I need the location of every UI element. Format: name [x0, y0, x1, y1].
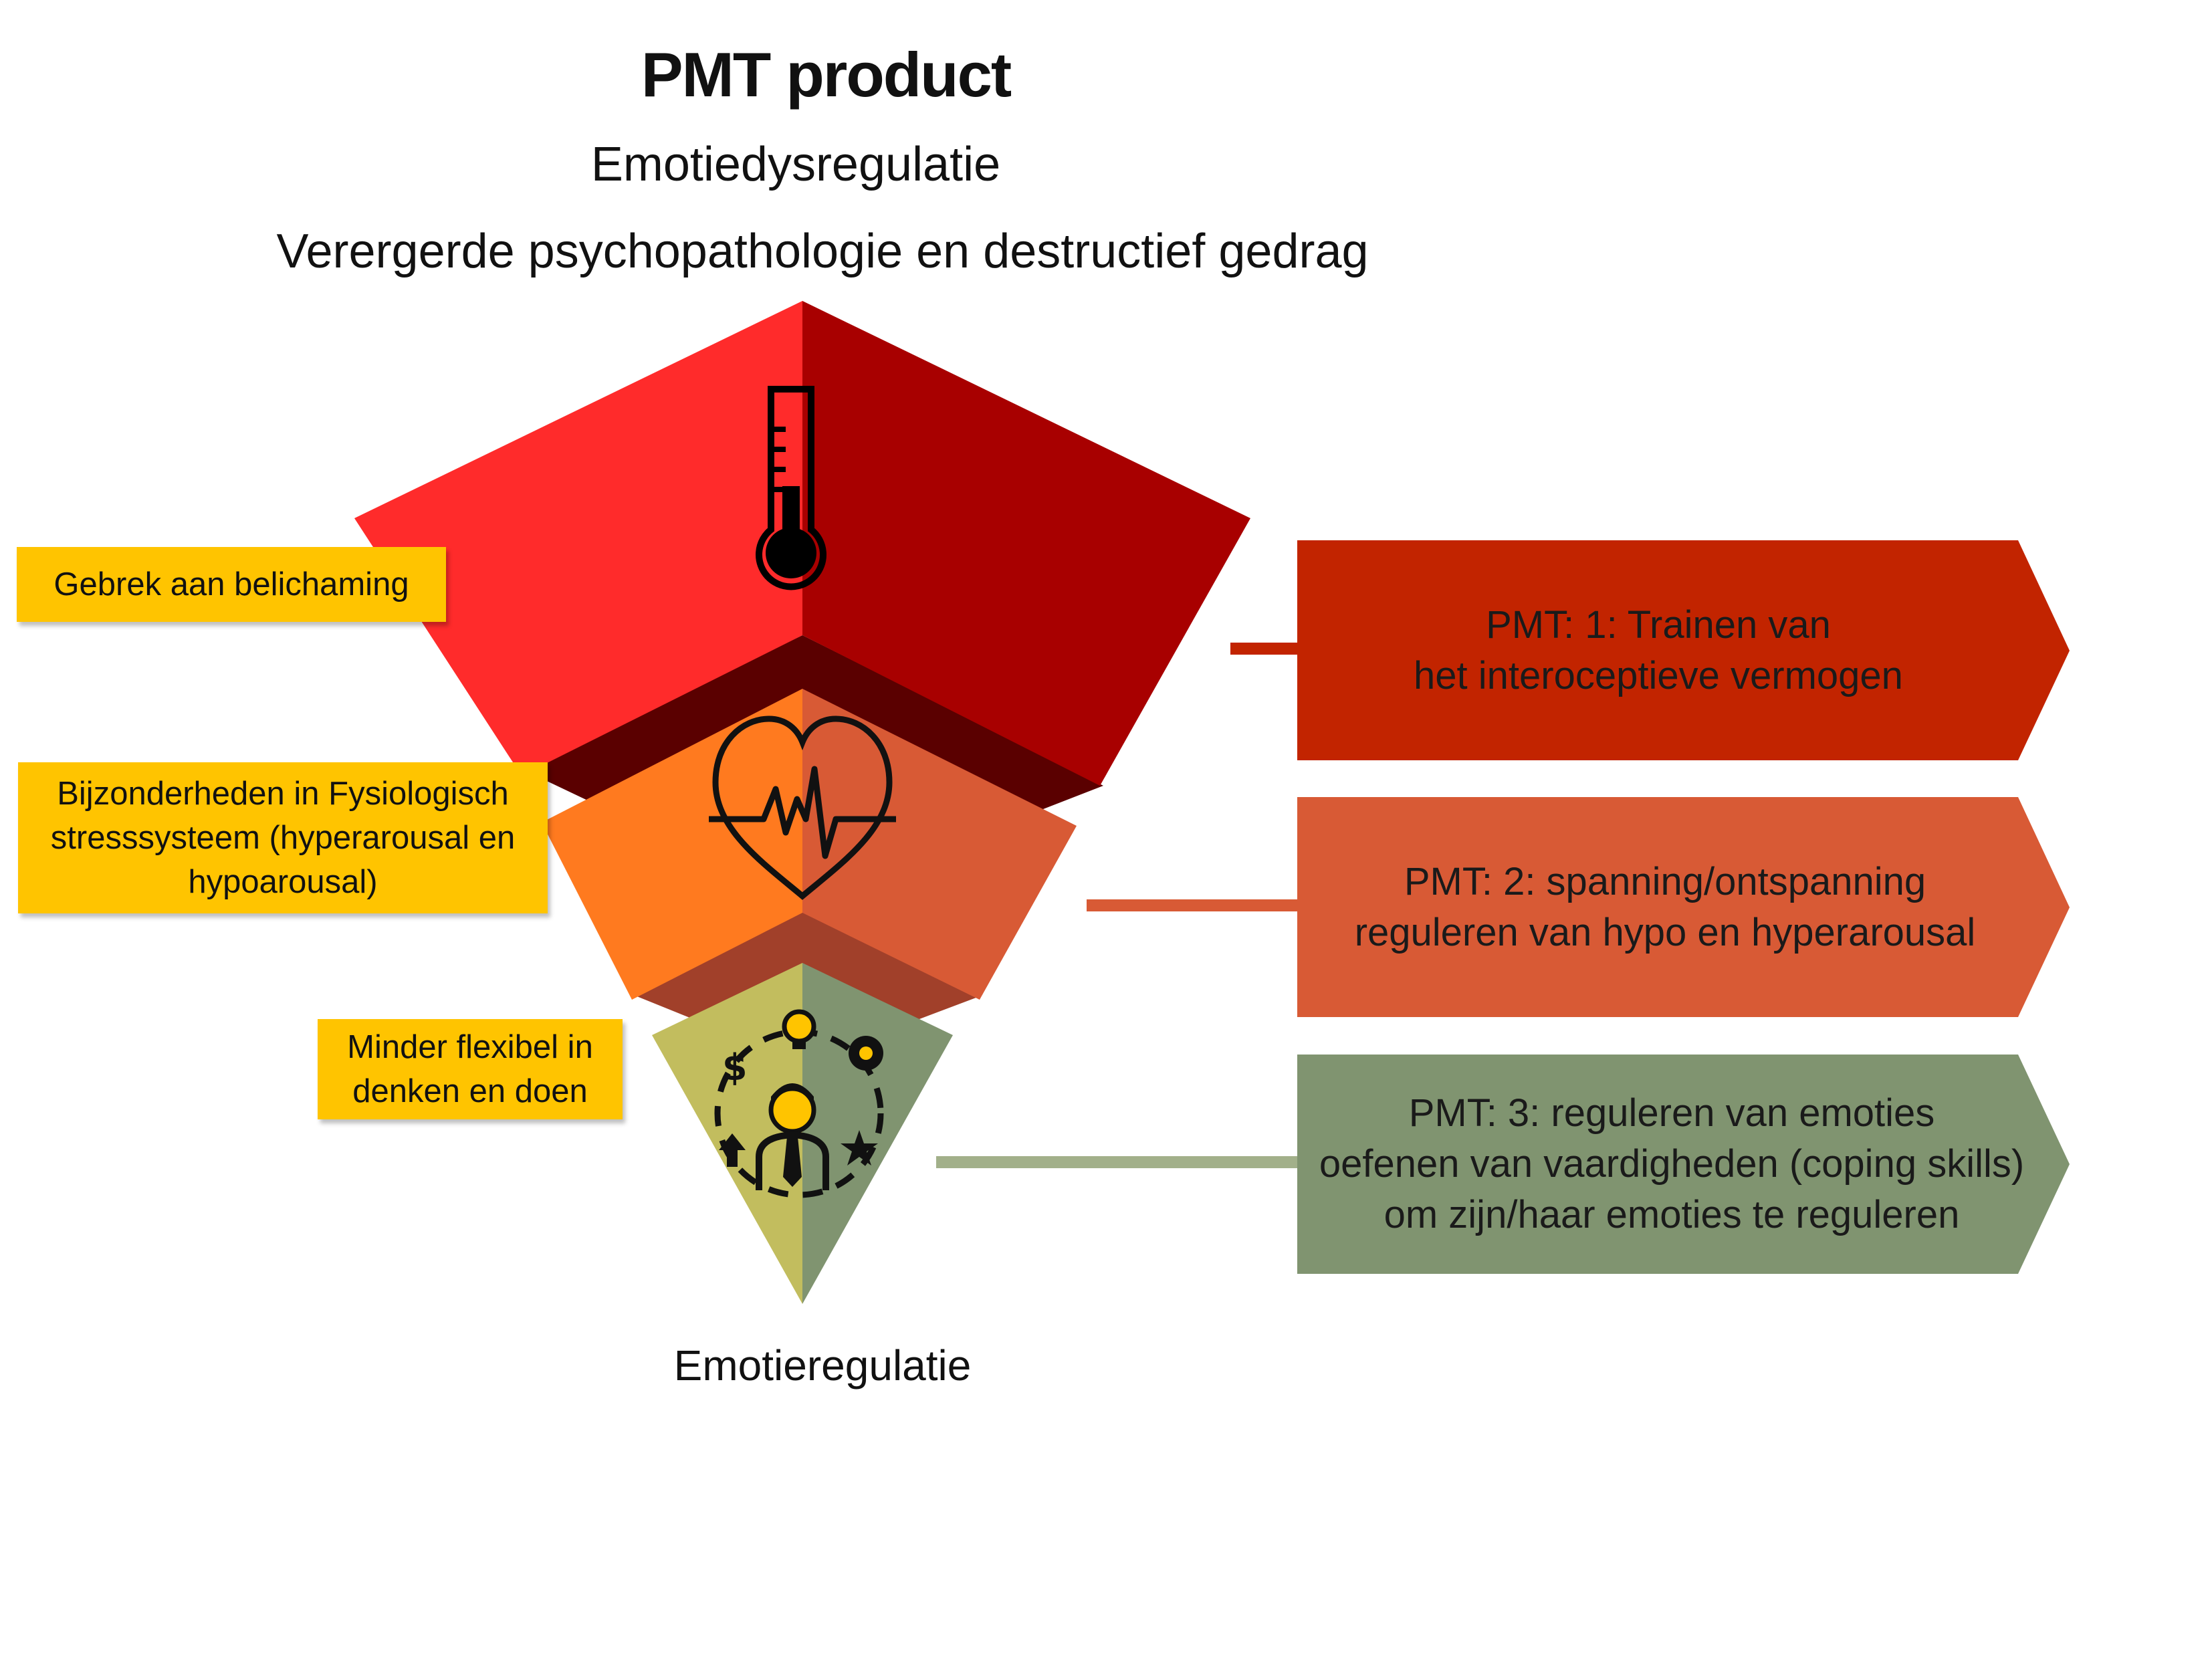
funnel-bottom-right [802, 963, 953, 1304]
page-title: PMT product [641, 39, 1012, 110]
pmt-arrow-2-text: PMT: 2: spanning/ontspanning reguleren v… [1354, 859, 1976, 954]
bottom-label: Emotieregulatie [673, 1341, 972, 1390]
pmt-arrow-3-text: PMT: 3: reguleren van emoties oefenen va… [1319, 1091, 2025, 1236]
funnel-top-left [354, 301, 802, 776]
note-minder-flexibel: Minder flexibel in denken en doen [318, 1019, 623, 1119]
note-gebrek-belichaming: Gebrek aan belichaming [17, 547, 446, 622]
pmt-arrow-1 [1297, 540, 2070, 760]
connector-line-3 [936, 1156, 1297, 1168]
subtitle-top: Emotiedysregulatie [590, 138, 1001, 191]
funnel-mid-right [802, 689, 1077, 1000]
funnel-bottom-left [652, 963, 802, 1304]
note-fysiologisch-stresssysteem: Bijzonderheden in Fysiologisch stresssys… [18, 762, 548, 913]
person-ideas-icon: $ [714, 1009, 884, 1198]
pmt-arrow-2 [1297, 797, 2070, 1017]
svg-text:$: $ [722, 1046, 748, 1089]
connector-line-2 [1087, 899, 1297, 911]
pmt-arrow-3 [1297, 1055, 2070, 1274]
pmt-arrow-1-text: PMT: 1: Trainen van het interoceptieve v… [1414, 602, 1903, 697]
funnel-mid-left [542, 689, 802, 1000]
funnel-top-right [802, 301, 1250, 786]
thermometer-icon [756, 386, 826, 590]
subtitle-second: Verergerde psychopathologie en destructi… [276, 225, 1369, 278]
connector-line-1 [1230, 643, 1297, 655]
heart-pulse-icon [709, 715, 896, 900]
